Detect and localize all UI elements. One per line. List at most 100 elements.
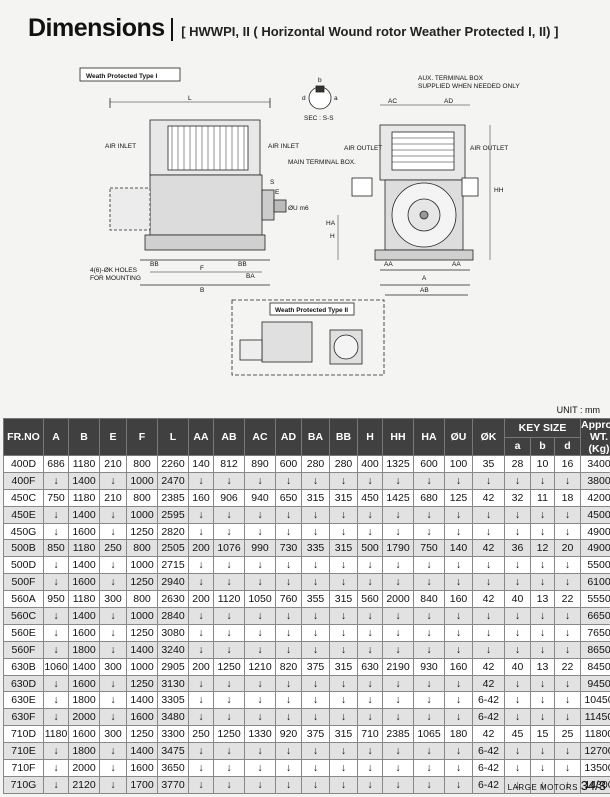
table-cell: 4200 (580, 488, 610, 507)
table-cell: ↓ (472, 607, 505, 625)
dimension-drawing: Weath Protected Type I L AIR INLET AIR I… (79, 67, 520, 376)
table-cell: ↓ (382, 623, 414, 642)
table-cell: 200 (188, 539, 214, 558)
table-cell: ↓ (188, 775, 214, 794)
table-cell: ↓ (472, 640, 505, 659)
table-cell: 315 (301, 488, 330, 507)
table-cell: 450 (357, 488, 383, 507)
table-cell: ↓ (413, 691, 445, 710)
main-terminal-box-label: MAIN TERMINAL BOX. (288, 159, 356, 166)
table-cell: ↓ (444, 573, 473, 592)
frame-number-cell: 500D (3, 556, 44, 575)
holes-label-2: FOR MOUNTING (90, 275, 141, 282)
table-cell: ↓ (357, 607, 383, 625)
dim-F: F (200, 265, 204, 272)
table-cell: 11800 (580, 725, 610, 744)
th-key-d: d (554, 436, 581, 456)
table-cell: ↓ (413, 640, 445, 659)
table-cell: 1400 (68, 556, 100, 575)
table-cell: ↓ (275, 522, 302, 541)
table-cell: ↓ (554, 775, 581, 794)
table-cell: 400 (357, 455, 383, 473)
table-cell: ↓ (357, 742, 383, 761)
dim-B: B (200, 287, 204, 294)
table-cell: 1250 (126, 725, 158, 744)
table-cell: ↓ (244, 759, 276, 777)
air-outlet-right: AIR OUTLET (470, 145, 508, 152)
table-cell: 1180 (68, 488, 100, 507)
table-cell: 2260 (157, 455, 189, 473)
table-cell: 2385 (382, 725, 414, 744)
dim-AC: AC (388, 98, 397, 105)
table-cell: 730 (275, 539, 302, 558)
table-cell: 1250 (126, 674, 158, 693)
table-cell: ↓ (188, 607, 214, 625)
page-title: Dimensions|[ HWWPI, II ( Horizontal Woun… (28, 14, 558, 43)
table-cell: 315 (329, 590, 358, 609)
table-cell: 4500 (580, 505, 610, 524)
table-cell: 13 (530, 657, 555, 676)
table-cell: ↓ (213, 556, 245, 575)
table-cell: 5500 (580, 556, 610, 575)
table-cell: 10 (530, 455, 555, 473)
type2-label: Weath Protected Type II (275, 307, 348, 314)
frame-number-cell: 630B (3, 657, 44, 676)
table-cell: 800 (126, 488, 158, 507)
table-cell: 140 (444, 539, 473, 558)
table-cell: 3650 (157, 759, 189, 777)
table-cell: ↓ (329, 691, 358, 710)
table-cell: ↓ (382, 742, 414, 761)
table-cell: 2715 (157, 556, 189, 575)
table-cell: 300 (99, 590, 127, 609)
table-cell: ↓ (504, 505, 531, 524)
table-cell: ↓ (213, 505, 245, 524)
table-cell: ↓ (357, 556, 383, 575)
table-cell: ↓ (213, 640, 245, 659)
table-cell: ↓ (99, 708, 127, 727)
table-cell: 1600 (68, 674, 100, 693)
dim-AB: AB (420, 287, 429, 294)
table-cell: ↓ (244, 674, 276, 693)
table-cell: ↓ (329, 573, 358, 592)
th-AC: AC (244, 418, 276, 456)
table-cell: 760 (275, 590, 302, 609)
table-cell: ↓ (213, 674, 245, 693)
table-cell: 1600 (126, 708, 158, 727)
table-cell: 1250 (126, 522, 158, 541)
table-cell: 950 (43, 590, 69, 609)
table-cell: ↓ (444, 674, 473, 693)
unit-label: UNIT : mm (556, 405, 600, 415)
table-cell: ↓ (504, 522, 531, 541)
table-cell: ↓ (99, 556, 127, 575)
table-cell: ↓ (444, 556, 473, 575)
table-cell: ↓ (472, 573, 505, 592)
table-cell: ↓ (444, 505, 473, 524)
frame-number-cell: 400D (3, 455, 44, 473)
table-cell: ↓ (188, 640, 214, 659)
table-cell: ↓ (357, 640, 383, 659)
table-cell: ↓ (213, 573, 245, 592)
table-cell: 4900 (580, 539, 610, 558)
table-cell: 1325 (382, 455, 414, 473)
table-cell: 750 (413, 539, 445, 558)
table-cell: 1210 (244, 657, 276, 676)
table-cell: 1400 (68, 505, 100, 524)
aux-box-label-1: AUX. TERMINAL BOX (418, 75, 484, 82)
table-cell: 200 (188, 657, 214, 676)
table-cell: ↓ (504, 640, 531, 659)
table-cell: ↓ (530, 775, 555, 794)
table-cell: 1800 (68, 691, 100, 710)
table-cell: ↓ (244, 775, 276, 794)
table-cell: ↓ (504, 623, 531, 642)
table-cell: 710 (357, 725, 383, 744)
table-cell: ↓ (530, 742, 555, 761)
table-cell: ↓ (244, 623, 276, 642)
table-cell: 800 (126, 539, 158, 558)
table-cell: ↓ (357, 573, 383, 592)
